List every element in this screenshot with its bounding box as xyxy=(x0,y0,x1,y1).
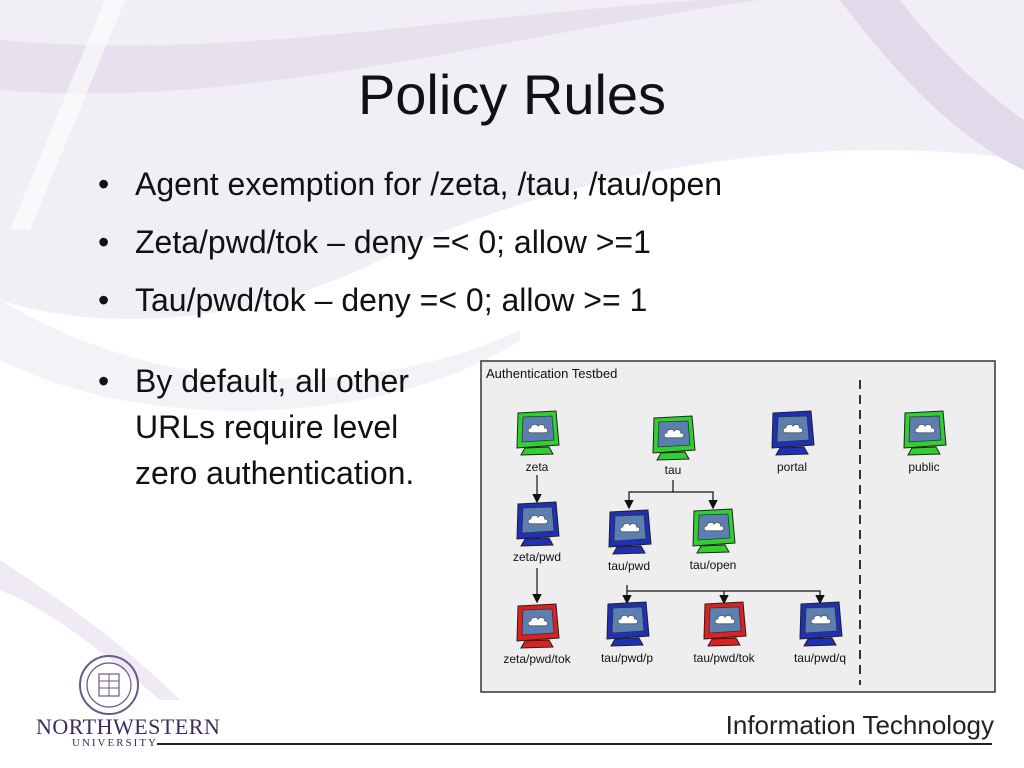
node-tau-pwd-q: tau/pwd/q xyxy=(794,601,846,665)
bullet-item: Tau/pwd/tok – deny =< 0; allow >= 1 xyxy=(98,276,722,334)
monitor-icon xyxy=(516,501,560,547)
node-tau: tau xyxy=(652,415,696,477)
bullet-item: Zeta/pwd/tok – deny =< 0; allow >=1 xyxy=(98,218,722,276)
node-zeta-pwd: zeta/pwd xyxy=(513,501,561,564)
connector-tau-tauopen xyxy=(673,491,718,510)
node-label: zeta xyxy=(526,460,549,474)
node-label: tau/pwd/tok xyxy=(693,651,755,665)
authentication-testbed-diagram: Authentication Testbed zeta tau portal publ… xyxy=(480,360,996,693)
node-label: zeta/pwd/tok xyxy=(503,652,571,666)
monitor-icon xyxy=(516,603,560,649)
node-label: tau/pwd/q xyxy=(794,651,846,665)
diagram-nodes: zeta tau portal public zeta/pwd tau/pwd tau/op… xyxy=(503,410,947,666)
node-label: tau/pwd xyxy=(608,559,650,573)
monitor-icon xyxy=(516,410,560,456)
monitor-icon xyxy=(608,509,652,555)
node-zeta: zeta xyxy=(516,410,560,474)
diagram-title: Authentication Testbed xyxy=(486,366,617,381)
node-zeta-pwd-tok: zeta/pwd/tok xyxy=(503,603,572,666)
node-tau-pwd-p: tau/pwd/p xyxy=(601,601,653,665)
slide-title: Policy Rules xyxy=(357,63,667,126)
node-label: portal xyxy=(777,460,807,474)
node-portal: portal xyxy=(771,410,815,474)
connector-tau-taupwd xyxy=(624,480,674,510)
department-label: Information Technology xyxy=(725,710,994,740)
university-subtitle: UNIVERSITY xyxy=(72,737,158,749)
bullet-item: Agent exemption for /zeta, /tau, /tau/op… xyxy=(98,160,722,218)
monitor-icon xyxy=(903,410,947,456)
university-name: NORTHWESTERN xyxy=(36,714,221,739)
monitor-icon xyxy=(606,601,650,647)
node-label: tau xyxy=(665,463,682,477)
monitor-icon xyxy=(799,601,843,647)
diagram-connectors xyxy=(532,475,825,605)
node-tau-open: tau/open xyxy=(690,508,737,572)
node-tau-pwd: tau/pwd xyxy=(608,509,652,573)
side-bullet: By default, all other URLs require level… xyxy=(98,358,458,496)
node-label: tau/pwd/p xyxy=(601,651,653,665)
bullet-list: Agent exemption for /zeta, /tau, /tau/op… xyxy=(98,160,722,334)
node-label: public xyxy=(908,460,939,474)
node-tau-pwd-tok: tau/pwd/tok xyxy=(693,601,756,665)
monitor-icon xyxy=(771,410,815,456)
footer-rule xyxy=(157,743,992,745)
node-public: public xyxy=(903,410,947,474)
university-seal-icon xyxy=(79,655,139,715)
node-label: tau/open xyxy=(690,558,737,572)
monitor-icon xyxy=(703,601,747,647)
monitor-icon xyxy=(692,508,736,554)
node-label: zeta/pwd xyxy=(513,550,561,564)
monitor-icon xyxy=(652,415,696,461)
